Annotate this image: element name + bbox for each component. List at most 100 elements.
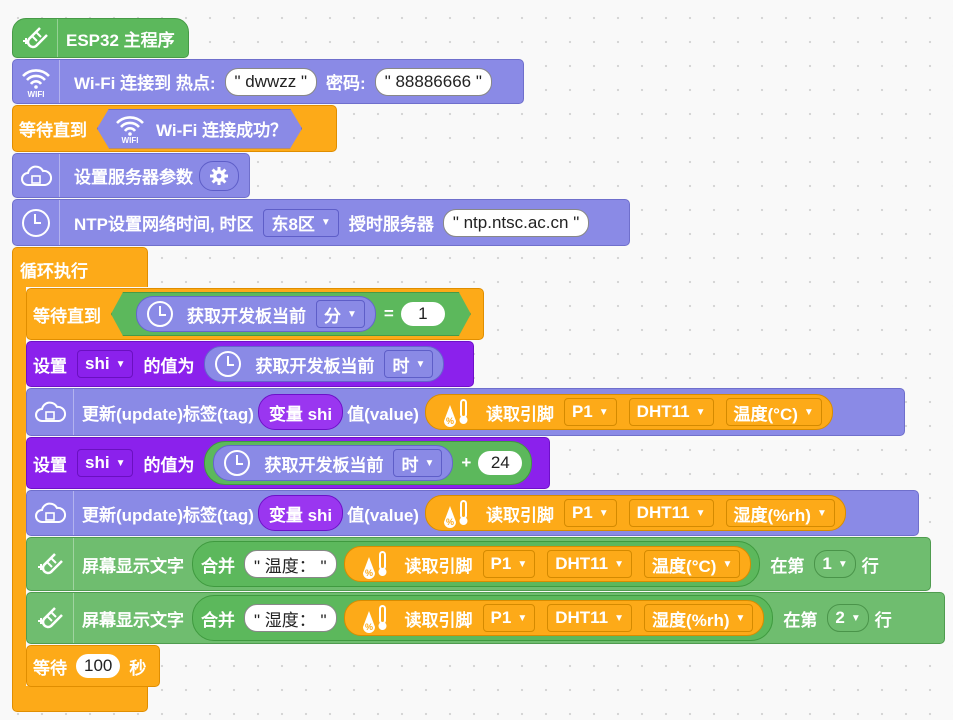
server-params-label: 设置服务器参数 xyxy=(74,168,193,187)
row-value: 1 xyxy=(822,554,832,573)
magnet-icon xyxy=(27,538,74,590)
read-pin-label: 读取引脚 xyxy=(404,610,473,630)
pin-value: P1 xyxy=(490,554,512,573)
ssid-field[interactable]: " dwwzz " xyxy=(224,67,318,96)
wifi-connected-condition[interactable]: WIFI Wi-Fi 连接成功？ xyxy=(97,109,302,149)
join-reporter[interactable]: 合并 " 温度： " % 读取引脚 P1▼ DHT11▼ 温度(°C)▼ xyxy=(192,541,761,587)
dht-read-block[interactable]: % 读取引脚 P1▼ DHT11▼ 湿度(%rh)▼ xyxy=(343,600,765,636)
sensor-value: DHT11 xyxy=(555,554,609,573)
pin-dropdown[interactable]: P1▼ xyxy=(563,398,617,426)
wait-until-minute-block[interactable]: 等待直到 获取开发板当前 分▼ = 1 xyxy=(26,288,484,340)
sensor-dropdown[interactable]: DHT11▼ xyxy=(628,499,714,527)
variable-shi-reporter[interactable]: 变量 shi xyxy=(257,394,344,430)
set-shi-block[interactable]: 设置 shi▼ 的值为 获取开发板当前 时▼ xyxy=(26,341,474,387)
svg-text:WIFI: WIFI xyxy=(28,90,45,99)
metric-value: 湿度(%rh) xyxy=(652,610,730,630)
dht-read-block[interactable]: % 读取引脚 P1▼ DHT11▼ 湿度(%rh)▼ xyxy=(424,495,846,531)
variable-dropdown[interactable]: shi▼ xyxy=(77,350,134,378)
password-field[interactable]: " 88886666 " xyxy=(374,67,492,96)
row-dropdown[interactable]: 2▼ xyxy=(827,604,869,632)
get-board-time-hour[interactable]: 获取开发板当前 时▼ xyxy=(213,445,454,481)
svg-text:%: % xyxy=(446,416,454,426)
minute-value-field[interactable]: 1 xyxy=(401,302,445,326)
cloud-icon xyxy=(27,491,74,535)
time-unit-dropdown[interactable]: 时▼ xyxy=(384,350,434,378)
sensor-dropdown[interactable]: DHT11▼ xyxy=(547,604,633,632)
wait-seconds-field[interactable]: 100 xyxy=(76,654,121,678)
row-prefix-label: 在第 xyxy=(770,556,805,576)
clock-icon xyxy=(215,351,242,377)
read-pin-label: 读取引脚 xyxy=(485,505,554,525)
equals-condition[interactable]: 获取开发板当前 分▼ = 1 xyxy=(111,292,471,336)
chevron-down-icon: ▼ xyxy=(722,558,733,570)
timezone-value: 东8区 xyxy=(271,215,315,234)
dht-read-block[interactable]: % 读取引脚 P1▼ DHT11▼ 温度(°C)▼ xyxy=(424,394,833,430)
timezone-dropdown[interactable]: 东8区▼ xyxy=(263,208,339,237)
text-string-field[interactable]: " 湿度： " xyxy=(244,604,337,632)
value-label: 值(value) xyxy=(347,404,419,424)
screen-text-block-1[interactable]: 屏幕显示文字 合并 " 温度： " % 读取引脚 P1▼ DHT11▼ 温度(°… xyxy=(26,537,931,591)
sensor-dropdown[interactable]: DHT11▼ xyxy=(547,550,633,578)
wifi-connect-block[interactable]: WIFI Wi-Fi 连接到 热点: " dwwzz " 密码: " 88886… xyxy=(12,59,524,104)
metric-dropdown[interactable]: 湿度(%rh)▼ xyxy=(725,499,835,527)
time-unit-dropdown[interactable]: 时▼ xyxy=(393,449,443,477)
variable-shi-reporter[interactable]: 变量 shi xyxy=(257,495,344,531)
get-board-time-label: 获取开发板当前 xyxy=(255,356,375,376)
sensor-value: DHT11 xyxy=(555,608,609,627)
chevron-down-icon: ▼ xyxy=(816,507,827,519)
chevron-down-icon: ▼ xyxy=(517,612,528,624)
row-suffix-label: 行 xyxy=(861,556,879,576)
row-dropdown[interactable]: 1▼ xyxy=(814,550,856,578)
update-tag-block-2[interactable]: 更新(update)标签(tag) 变量 shi 值(value) % 读取引脚… xyxy=(26,490,919,536)
chevron-down-icon: ▼ xyxy=(517,558,528,570)
time-unit-value: 分 xyxy=(324,306,341,326)
wait-until-label: 等待直到 xyxy=(33,306,101,326)
assign-label: 的值为 xyxy=(143,356,195,376)
metric-dropdown[interactable]: 温度(°C)▼ xyxy=(725,398,822,426)
screen-text-block-2[interactable]: 屏幕显示文字 合并 " 湿度： " % 读取引脚 P1▼ DHT11▼ 湿度(%… xyxy=(26,592,945,644)
pin-dropdown[interactable]: P1▼ xyxy=(563,499,617,527)
equals-operator: = xyxy=(383,304,394,323)
time-server-label: 授时服务器 xyxy=(348,215,434,234)
sensor-dropdown[interactable]: DHT11▼ xyxy=(628,398,714,426)
chevron-down-icon: ▼ xyxy=(347,308,357,320)
addition-reporter[interactable]: 获取开发板当前 时▼ + 24 xyxy=(204,441,533,485)
get-board-time-hour[interactable]: 获取开发板当前 时▼ xyxy=(204,346,445,382)
time-server-field[interactable]: " ntp.ntsc.ac.cn " xyxy=(442,208,590,237)
metric-dropdown[interactable]: 温度(°C)▼ xyxy=(644,550,741,578)
row-prefix-label: 在第 xyxy=(783,610,818,630)
gear-icon[interactable] xyxy=(199,160,239,191)
clock-icon xyxy=(224,450,251,476)
ntp-block[interactable]: NTP设置网络时间, 时区 东8区▼ 授时服务器 " ntp.ntsc.ac.c… xyxy=(12,199,630,246)
set-label: 设置 xyxy=(33,356,67,376)
add-value-field[interactable]: 24 xyxy=(478,451,523,475)
get-board-time-minute[interactable]: 获取开发板当前 分▼ xyxy=(136,296,376,332)
wifi-icon: WIFI xyxy=(112,114,148,144)
metric-dropdown[interactable]: 湿度(%rh)▼ xyxy=(644,604,754,632)
svg-text:%: % xyxy=(365,622,373,632)
magnet-icon xyxy=(27,593,74,643)
variable-dropdown[interactable]: shi▼ xyxy=(77,449,134,477)
update-tag-block-1[interactable]: 更新(update)标签(tag) 变量 shi 值(value) % 读取引脚… xyxy=(26,388,905,436)
magnet-icon xyxy=(13,19,58,57)
value-label: 值(value) xyxy=(347,505,419,525)
chevron-down-icon: ▼ xyxy=(598,406,609,418)
text-string-field[interactable]: " 温度： " xyxy=(244,550,337,578)
pin-dropdown[interactable]: P1 ▼ xyxy=(482,550,536,578)
server-params-block[interactable]: 设置服务器参数 xyxy=(12,153,250,198)
chevron-down-icon: ▼ xyxy=(598,507,609,519)
clock-icon xyxy=(13,200,60,245)
set-shi-plus-block[interactable]: 设置 shi▼ 的值为 获取开发板当前 时▼ + 24 xyxy=(26,437,550,489)
dht-read-block[interactable]: % 读取引脚 P1▼ DHT11▼ 温度(°C)▼ xyxy=(343,546,752,582)
main-program-block[interactable]: ESP32 主程序 xyxy=(12,18,189,58)
loop-block[interactable]: 循环执行 xyxy=(12,247,148,287)
wait-wifi-block[interactable]: 等待直到 WIFI Wi-Fi 连接成功？ xyxy=(12,105,337,152)
thermometer-icon: % xyxy=(438,397,474,427)
time-unit-value: 时 xyxy=(392,356,410,376)
pin-dropdown[interactable]: P1▼ xyxy=(482,604,536,632)
join-reporter[interactable]: 合并 " 湿度： " % 读取引脚 P1▼ DHT11▼ 湿度(%rh)▼ xyxy=(192,595,774,641)
time-unit-dropdown[interactable]: 分▼ xyxy=(316,300,365,328)
wait-seconds-block[interactable]: 等待 100 秒 xyxy=(26,645,160,687)
seconds-label: 秒 xyxy=(129,658,147,678)
read-pin-label: 读取引脚 xyxy=(404,556,473,576)
